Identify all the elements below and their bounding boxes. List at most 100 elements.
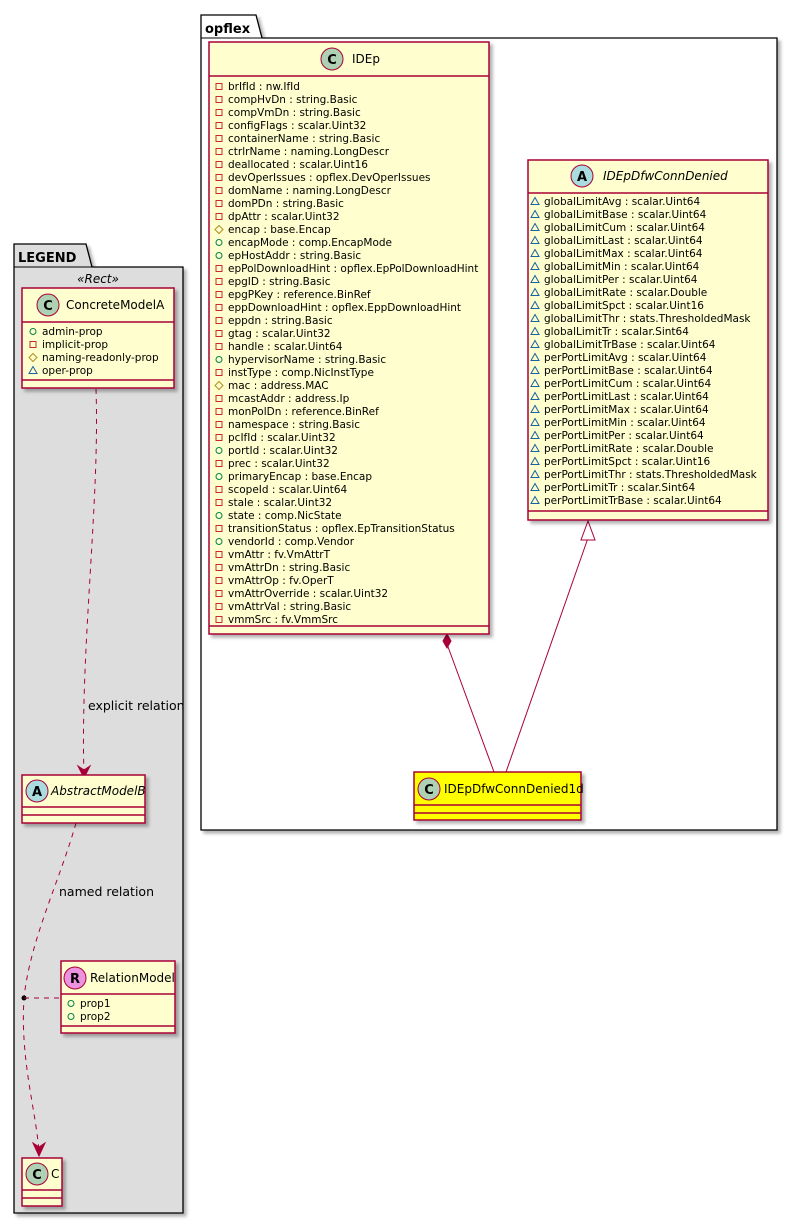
attribute-row: hypervisorName : string.Basic [228, 354, 386, 366]
attribute-row: naming-readonly-prop [42, 352, 159, 364]
attribute-row: vmAttrDn : string.Basic [228, 562, 350, 574]
package-visibility-icon [530, 287, 540, 296]
attribute-row: epgID : string.Basic [228, 276, 331, 288]
attribute-row: perPortLimitThr : stats.ThresholdedMask [544, 469, 758, 481]
package-visibility-icon [530, 365, 540, 374]
attribute-row: gtag : scalar.Uint32 [228, 328, 331, 340]
attribute-row: compVmDn : string.Basic [228, 107, 361, 119]
attribute-row: globalLimitCum : scalar.Uint64 [544, 222, 705, 234]
package-visibility-icon [530, 482, 540, 491]
idep-dfw-conn-denied-1d-box[interactable]: C IDEpDfwConnDenied1d [413, 771, 584, 821]
private-visibility-icon [215, 590, 223, 597]
attribute-row: deallocated : scalar.Uint16 [228, 159, 368, 171]
private-visibility-icon [215, 551, 223, 558]
denied1d-badge-letter: C [424, 783, 434, 798]
attribute-row: admin-prop [42, 326, 103, 338]
public-visibility-icon [215, 356, 223, 363]
private-visibility-icon [215, 135, 223, 142]
private-visibility-icon [215, 213, 223, 220]
concrete-model-a-box[interactable]: C ConcreteModelA admin-propimplicit-prop… [21, 287, 175, 389]
private-visibility-icon [215, 83, 223, 90]
package-visibility-icon [530, 209, 540, 218]
relation-badge-icon [63, 966, 87, 990]
private-visibility-icon [215, 460, 223, 467]
private-visibility-icon [215, 161, 223, 168]
legend-stereotype: «Rect» [77, 272, 119, 286]
opflex-title: opflex [205, 22, 251, 37]
private-visibility-icon [215, 278, 223, 285]
attribute-row: domName : naming.LongDescr [228, 185, 392, 197]
attribute-row: compHvDn : string.Basic [228, 94, 358, 106]
attribute-row: eppdn : string.Basic [228, 315, 333, 327]
abstract-badge-icon [25, 779, 49, 803]
private-visibility-icon [215, 577, 223, 584]
attribute-row: mcastAddr : address.Ip [228, 393, 350, 405]
attribute-row: namespace : string.Basic [228, 419, 360, 431]
relations: explicit relation named relation [21, 388, 596, 1158]
attribute-row: oper-prop [42, 365, 93, 377]
private-visibility-icon [215, 122, 223, 129]
attribute-row: brIfId : nw.IfId [228, 81, 300, 93]
public-visibility-icon [215, 252, 223, 259]
idep-dfw-conn-denied-box[interactable]: A IDEpDfwConnDenied globalLimitAvg : sca… [527, 159, 769, 521]
attribute-row: vmAttrVal : string.Basic [228, 601, 351, 613]
c-class-name: C [51, 1167, 59, 1181]
private-visibility-icon [215, 291, 223, 298]
package-visibility-icon [530, 222, 540, 231]
attribute-row: perPortLimitRate : scalar.Double [544, 443, 714, 455]
private-visibility-icon [215, 96, 223, 103]
private-visibility-icon [215, 564, 223, 571]
private-visibility-icon [215, 265, 223, 272]
denied-badge-icon [570, 164, 594, 188]
attribute-row: portId : scalar.Uint32 [228, 445, 338, 457]
public-visibility-icon [67, 1000, 75, 1007]
attribute-row: mac : address.MAC [228, 380, 329, 392]
attribute-row: transitionStatus : opflex.EpTransitionSt… [228, 523, 455, 535]
protected-visibility-icon [28, 352, 38, 363]
named-relation-label: named relation [59, 884, 154, 899]
package-visibility-icon [530, 443, 540, 452]
attribute-row: prop2 [80, 1011, 111, 1023]
abstract-model-b-name: AbstractModelB [50, 784, 146, 798]
composition-diamond [442, 632, 452, 650]
composition-edge [446, 643, 495, 773]
attribute-row: prop1 [80, 998, 111, 1010]
attribute-row: vmAttrOverride : scalar.Uint32 [228, 588, 388, 600]
private-visibility-icon [215, 616, 223, 623]
public-visibility-icon [215, 239, 223, 246]
package-visibility-icon [530, 378, 540, 387]
private-visibility-icon [215, 200, 223, 207]
explicit-relation-label: explicit relation [88, 698, 185, 713]
attribute-row: perPortLimitBase : scalar.Uint64 [544, 365, 713, 377]
named-relation-arrowhead [31, 1141, 47, 1158]
package-visibility-icon [530, 326, 540, 335]
private-visibility-icon [215, 330, 223, 337]
attribute-row: globalLimitBase : scalar.Uint64 [544, 209, 707, 221]
private-visibility-icon [215, 408, 223, 415]
attribute-row: eppDownloadHint : opflex.EppDownloadHint [228, 302, 461, 314]
attribute-row: state : comp.NicState [228, 510, 342, 522]
attribute-row: globalLimitTrBase : scalar.Uint64 [544, 339, 716, 351]
private-visibility-icon [29, 341, 37, 348]
attribute-row: handle : scalar.Uint64 [228, 341, 343, 353]
attribute-row: configFlags : scalar.Uint32 [228, 120, 366, 132]
package-visibility-icon [530, 274, 540, 283]
legend-title: LEGEND [18, 251, 77, 266]
package-visibility-icon [530, 456, 540, 465]
abstract-model-b-box[interactable]: A AbstractModelB [21, 774, 146, 824]
attribute-row: perPortLimitPer : scalar.Uint64 [544, 430, 704, 442]
private-visibility-icon [215, 369, 223, 376]
private-visibility-icon [215, 304, 223, 311]
denied-badge-letter: A [577, 170, 587, 185]
private-visibility-icon [215, 603, 223, 610]
private-visibility-icon [215, 174, 223, 181]
attribute-row: devOperIssues : opflex.DevOperIssues [228, 172, 431, 184]
attribute-row: epgPKey : reference.BinRef [228, 289, 371, 301]
idep-name: IDEp [352, 52, 380, 66]
attribute-row: globalLimitAvg : scalar.Uint64 [544, 196, 700, 208]
attribute-row: encap : base.Encap [228, 224, 331, 236]
c-class-box[interactable]: C C [21, 1157, 63, 1207]
